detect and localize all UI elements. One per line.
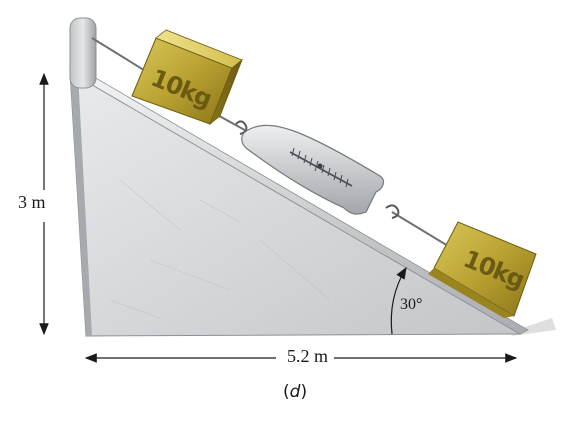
caption-close: ) [300,382,308,402]
incline-left-face [70,72,92,336]
angle-label: 30° [400,296,423,313]
upper-weight-block: 10kg [131,29,243,126]
caption-open: ( [283,382,290,402]
spring-scale [241,124,385,215]
scale-ticks [291,147,349,188]
scale-pointer [317,163,323,169]
height-label: 3 m [18,192,46,212]
lower-weight-block: 10kg [428,221,537,318]
caption-letter: d [289,382,301,402]
figure-caption: (d) [283,382,307,402]
base-label: 5.2 m [281,346,335,367]
scale-rule [289,151,353,187]
angle-arc [390,266,407,335]
wedge-texture [109,179,331,319]
lower-hook-icon [385,204,400,219]
pulley-post [69,17,97,89]
